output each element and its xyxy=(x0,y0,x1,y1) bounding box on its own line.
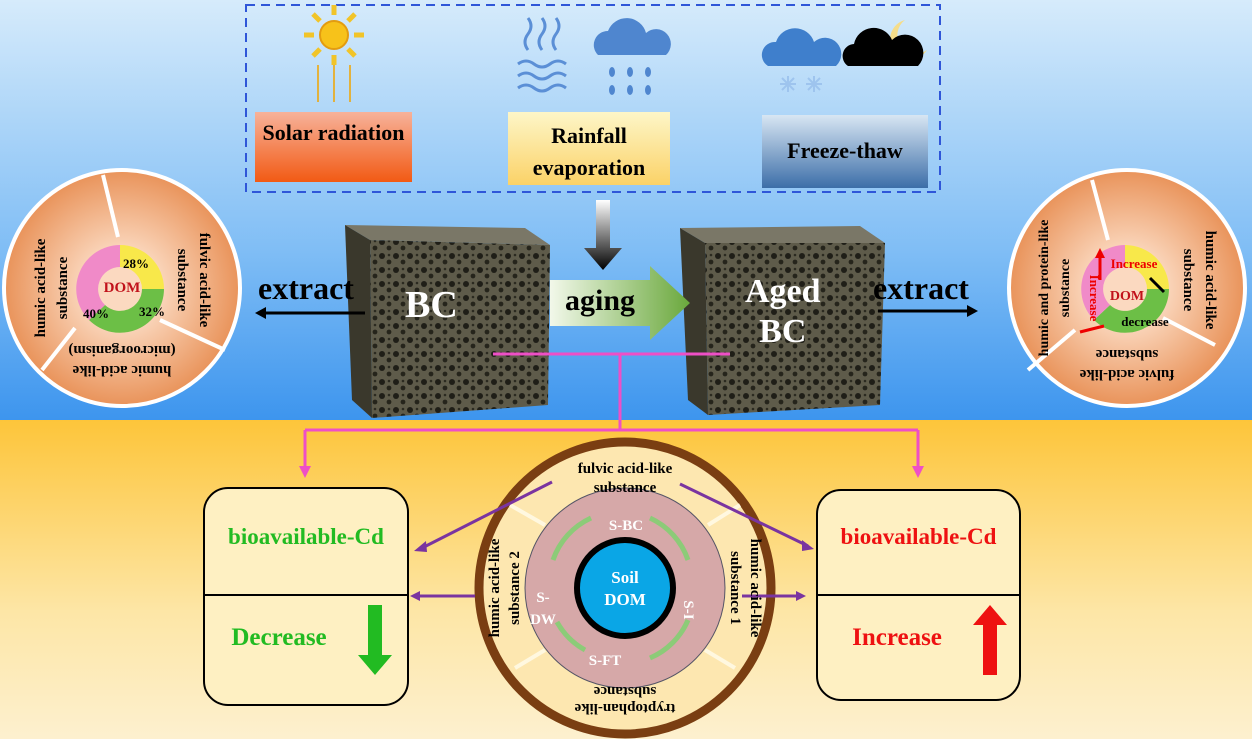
left-box-result: Decrease xyxy=(231,624,327,651)
arrow-to-left-box-icon xyxy=(299,466,311,478)
left-seg-bottom-2: (microorganism) xyxy=(68,342,175,358)
evaporation-label: evaporation xyxy=(532,155,646,180)
connector-lines xyxy=(303,352,920,468)
right-box-result: Increase xyxy=(852,624,942,651)
right-box-title: bioavailable-Cd xyxy=(840,524,997,549)
ring-top-1: fulvic acid-like xyxy=(578,461,673,477)
freeze-thaw-box xyxy=(762,115,928,188)
left-box-title: bioavailable-Cd xyxy=(228,524,384,549)
decrease-arrow-icon xyxy=(358,605,392,675)
right-dom-pie xyxy=(1007,168,1247,408)
left-pie-center: DOM xyxy=(104,280,141,296)
left-seg-left-1: humic acid-like xyxy=(33,238,49,337)
right-seg-bottom-1: fulvic acid-like xyxy=(1079,366,1174,382)
bc-cube xyxy=(345,225,550,418)
rainfall-label: Rainfall xyxy=(551,123,627,148)
left-seg-bottom-1: humic acid-like xyxy=(72,362,171,378)
right-green-label: decrease xyxy=(1121,314,1169,329)
right-pink-label: Increase xyxy=(1087,275,1102,322)
s-dw-label-1: S- xyxy=(536,590,549,606)
extract-left-label: extract xyxy=(258,270,354,306)
soil-dom-circle xyxy=(474,437,776,739)
ring-right-1: humic acid-like xyxy=(747,539,763,638)
s-bc-label: S-BC xyxy=(609,518,643,534)
increase-arrow-icon xyxy=(973,605,1007,675)
right-pie-center: DOM xyxy=(1110,289,1144,304)
bc-label: BC xyxy=(405,284,458,326)
down-arrow-icon xyxy=(584,200,622,270)
right-seg-top-2: substance xyxy=(1180,249,1196,312)
rainfall-evaporation-box xyxy=(508,112,670,185)
left-seg-left-2: substance xyxy=(55,256,71,319)
ring-left-2: substance 2 xyxy=(507,551,523,625)
aging-label: aging xyxy=(565,284,636,317)
extract-right-label: extract xyxy=(873,270,969,306)
ring-left-1: humic acid-like xyxy=(487,538,503,637)
soil-label: Soil xyxy=(611,568,639,587)
snow-cloud-icon xyxy=(761,28,842,92)
right-result-box xyxy=(816,489,1021,701)
left-seg-top-1: fulvic acid-like xyxy=(196,233,212,328)
s-i-label: S-I xyxy=(680,600,696,619)
ring-top-2: substance xyxy=(594,480,657,496)
aged-bc-cube xyxy=(680,226,885,415)
freeze-thaw-label: Freeze-thaw xyxy=(787,138,903,163)
ring-bottom-2: substance xyxy=(593,683,656,699)
aging-arrow-icon xyxy=(550,266,690,340)
right-seg-top-1: humic acid-like xyxy=(1202,231,1218,330)
ring-bottom-1: tryptophan-like xyxy=(574,700,675,716)
dom-label: DOM xyxy=(604,590,646,609)
right-seg-left-2: substance xyxy=(1058,259,1073,317)
rain-cloud-icon xyxy=(593,18,671,95)
right-seg-left-1: humic and protein-like xyxy=(1037,220,1052,357)
solar-radiation-box xyxy=(255,112,412,182)
s-ft-label: S-FT xyxy=(589,653,622,669)
extract-left-arrow-icon xyxy=(255,307,365,319)
aged-bc-label: Aged BC xyxy=(745,272,821,352)
conditions-frame xyxy=(245,4,941,193)
aged-label-line1: Aged xyxy=(745,273,821,310)
sun-icon xyxy=(304,5,364,102)
rainfall-evaporation-label: Rainfall evaporation xyxy=(508,120,670,184)
right-yellow-label: Increase xyxy=(1111,256,1158,271)
extract-right-arrow-icon xyxy=(878,305,978,317)
left-pct-green: 32% xyxy=(139,304,165,319)
right-seg-bottom-2: substance xyxy=(1095,346,1158,362)
left-dom-pie xyxy=(2,168,242,408)
night-cloud-icon xyxy=(842,20,927,66)
evaporation-icon xyxy=(517,17,567,93)
left-result-box xyxy=(203,487,409,706)
left-pct-yellow: 28% xyxy=(123,256,149,271)
arrow-to-right-box-icon xyxy=(912,466,924,478)
solar-radiation-label: Solar radiation xyxy=(262,120,405,145)
left-pct-pink: 40% xyxy=(83,306,109,321)
aged-label-line2: BC xyxy=(759,313,807,350)
purple-connectors xyxy=(418,480,809,598)
left-seg-top-2: substance xyxy=(174,249,190,312)
ring-right-2: substance 1 xyxy=(727,551,743,625)
s-dw-label-2: DW xyxy=(530,612,556,628)
